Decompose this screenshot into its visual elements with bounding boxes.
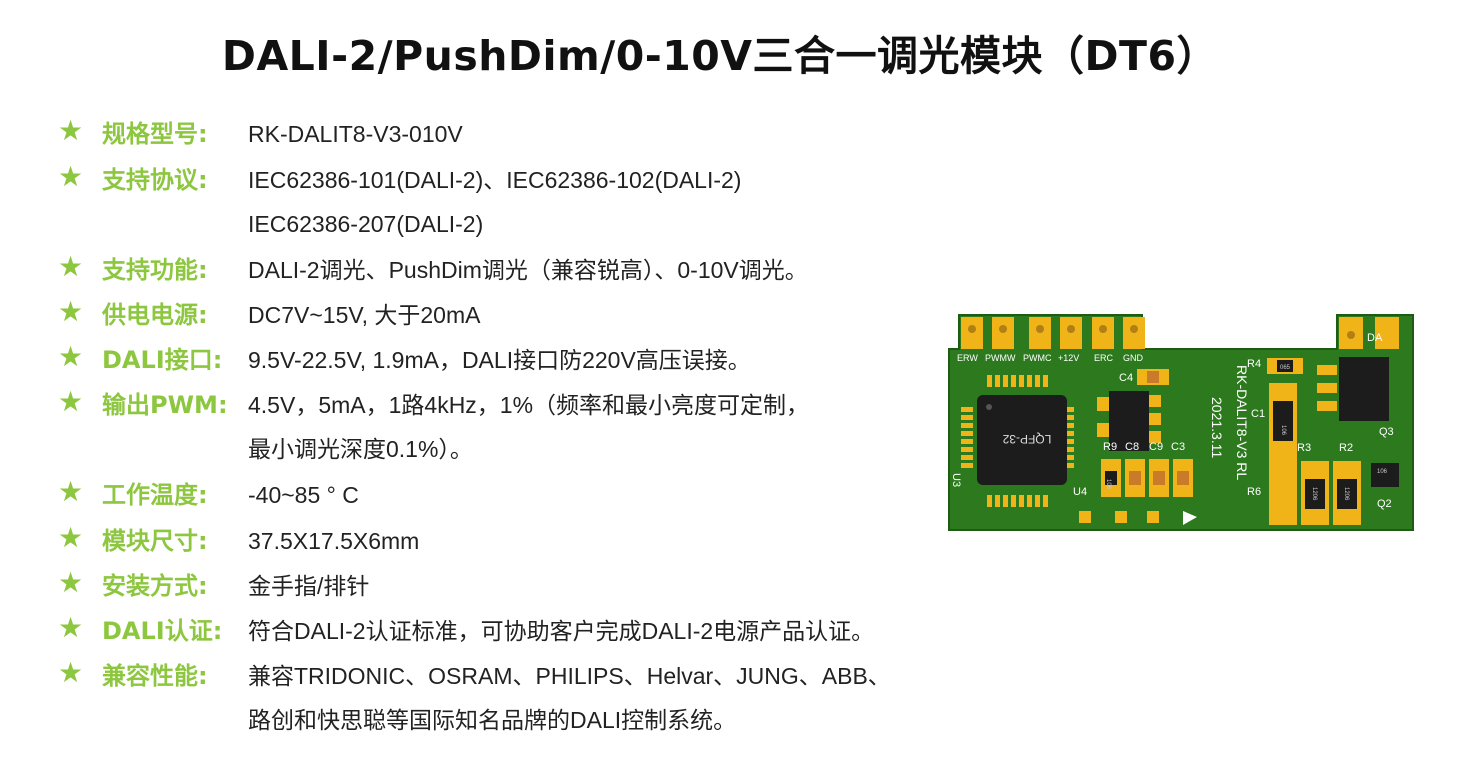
pin-label-12v: +12V: [1058, 353, 1079, 363]
star-icon: ★: [58, 475, 84, 508]
star-icon: ★: [58, 611, 84, 644]
spec-label: 支持功能:: [102, 256, 208, 284]
pcb-illustration: ERW PWMW PWMC +12V ERC GND DA LQFP-32: [948, 314, 1414, 531]
pin-label-pwmc: PWMC: [1023, 353, 1052, 363]
gold-finger-pads: [961, 317, 1399, 349]
chip-code: 1206: [1311, 487, 1317, 501]
chip-codes: 065 106 1206 1206 106 106: [1105, 365, 1388, 501]
spec-value: DC7V~15V, 大于20mA: [248, 302, 481, 328]
spec-value: 符合DALI-2认证标准，可协助客户完成DALI-2电源产品认证。: [248, 618, 875, 644]
pin-label-erc: ERC: [1094, 353, 1114, 363]
silkscreen-text: RK-DALIT8-V3 RL 2021.3.11 C4 R4 C1 R9 C8…: [950, 358, 1394, 510]
chip-code: 106: [1280, 425, 1286, 436]
pin-label-erw: ERW: [957, 353, 978, 363]
spec-value: 9.5V-22.5V, 1.9mA，DALI接口防220V高压误接。: [248, 347, 751, 373]
spec-value: 兼容TRIDONIC、OSRAM、PHILIPS、Helvar、JUNG、ABB…: [248, 663, 891, 689]
chip-code: 065: [1280, 365, 1291, 371]
chip-code: 106: [1105, 479, 1111, 490]
star-icon: ★: [58, 160, 84, 193]
spec-label: 规格型号:: [102, 120, 208, 148]
spec-label: 输出PWM:: [102, 391, 228, 419]
pin-label-da: DA: [1367, 332, 1383, 344]
ref-c4: C4: [1119, 372, 1133, 384]
ref-r2: R2: [1339, 442, 1353, 454]
spec-value: 金手指/排针: [248, 573, 370, 599]
spec-label: 工作温度:: [102, 481, 208, 509]
spec-value: IEC62386-101(DALI-2)、IEC62386-102(DALI-2…: [248, 167, 742, 193]
spec-value: 4.5V，5mA，1路4kHz，1%（频率和最小亮度可定制，: [248, 392, 810, 418]
ref-u4: U4: [1073, 486, 1087, 498]
spec-value: -40~85 ° C: [248, 482, 359, 508]
ref-r3: R3: [1297, 442, 1311, 454]
chip-code: 1206: [1343, 487, 1349, 501]
ref-q2: Q2: [1377, 498, 1392, 510]
spec-label: 模块尺寸:: [102, 527, 208, 555]
spec-label: 兼容性能:: [102, 662, 208, 690]
pin-label-gnd: GND: [1123, 353, 1144, 363]
ref-q3: Q3: [1379, 426, 1394, 438]
pin-label-pwmw: PWMW: [985, 353, 1016, 363]
ref-c9: C9: [1149, 441, 1163, 453]
spec-value-line2: 路创和快思聪等国际知名品牌的DALI控制系统。: [248, 707, 737, 733]
spec-value: 37.5X17.5X6mm: [248, 528, 420, 554]
ref-r6: R6: [1247, 486, 1261, 498]
pcb-module-image: ERW PWMW PWMC +12V ERC GND DA LQFP-32: [947, 313, 1414, 532]
spec-label: 安装方式:: [102, 572, 208, 600]
spec-value: DALI-2调光、PushDim调光（兼容锐高）、0-10V调光。: [248, 257, 808, 283]
spec-value-line2: 最小调光深度0.1%）。: [248, 436, 473, 462]
page-title: DALI-2/PushDim/0-10V三合一调光模块（DT6）: [221, 32, 1219, 80]
board-date-text: 2021.3.11: [1209, 397, 1225, 458]
pin-labels: ERW PWMW PWMC +12V ERC GND DA: [957, 332, 1383, 363]
ref-c3: C3: [1171, 441, 1185, 453]
spec-value: RK-DALIT8-V3-010V: [248, 121, 463, 147]
spec-value-line2: IEC62386-207(DALI-2): [248, 211, 484, 237]
star-icon: ★: [58, 114, 84, 147]
chip-code: 106: [1377, 469, 1388, 475]
spec-label: DALI接口:: [102, 346, 223, 374]
components-right: [1079, 357, 1399, 525]
star-icon: ★: [58, 385, 84, 418]
mcu-chip: LQFP-32: [977, 395, 1067, 485]
ref-c8: C8: [1125, 441, 1139, 453]
board-model-text: RK-DALIT8-V3 RL: [1234, 365, 1250, 480]
components-middle: [1097, 369, 1193, 497]
star-icon: ★: [58, 521, 84, 554]
star-icon: ★: [58, 656, 84, 689]
ref-u3: U3: [950, 473, 962, 487]
star-icon: ★: [58, 250, 84, 283]
ref-r9: R9: [1103, 441, 1117, 453]
ref-r4: R4: [1247, 358, 1261, 370]
ref-c1: C1: [1251, 408, 1265, 420]
spec-label: 供电电源:: [102, 301, 208, 329]
star-icon: ★: [58, 340, 84, 373]
star-icon: ★: [58, 566, 84, 599]
spec-label: DALI认证:: [102, 617, 223, 645]
spec-label: 支持协议:: [102, 166, 208, 194]
chip-label: LQFP-32: [1002, 432, 1051, 446]
solder-pads: [961, 375, 1074, 507]
star-icon: ★: [58, 295, 84, 328]
